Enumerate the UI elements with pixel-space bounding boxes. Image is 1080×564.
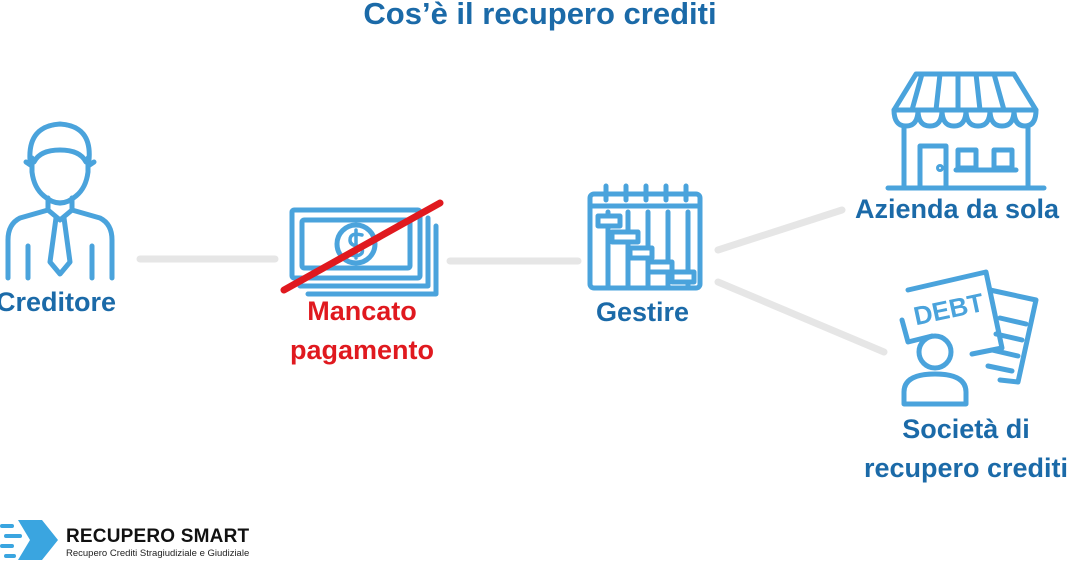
connectors — [136, 206, 888, 356]
logo-tagline: Recupero Crediti Stragiudiziale e Giudiz… — [66, 548, 250, 559]
mancato-line-1: Mancato — [307, 296, 417, 326]
node-label-creditore: Creditore — [0, 287, 117, 317]
debt-document-person-icon: DEBT — [899, 269, 1039, 407]
societa-line-1: Società di — [902, 414, 1030, 444]
diagram-title: Cos’è il recupero crediti — [363, 0, 717, 31]
storefront-icon — [885, 71, 1047, 191]
node-label-azienda-da-sola: Azienda da sola — [855, 194, 1060, 224]
mancato-line-2: pagamento — [289, 335, 435, 365]
businessman-icon — [5, 121, 115, 281]
gantt-calendar-icon — [587, 183, 703, 291]
node-label-mancato-pagamento: Mancato pagamento — [280, 292, 444, 370]
cross-out-line — [280, 199, 444, 294]
debt-label: DEBT — [911, 287, 987, 331]
node-label-societa-recupero: Società di recupero crediti — [852, 410, 1080, 488]
connector-gestire-societa — [714, 278, 888, 356]
connector-gestire-azienda — [714, 206, 846, 254]
logo-name: RECUPERO SMART — [66, 526, 250, 547]
node-label-gestire: Gestire — [596, 297, 690, 327]
logo-arrow-icon — [0, 520, 58, 560]
societa-line-2: recupero crediti — [863, 453, 1069, 483]
crossed-out-banknote-icon — [280, 199, 444, 297]
